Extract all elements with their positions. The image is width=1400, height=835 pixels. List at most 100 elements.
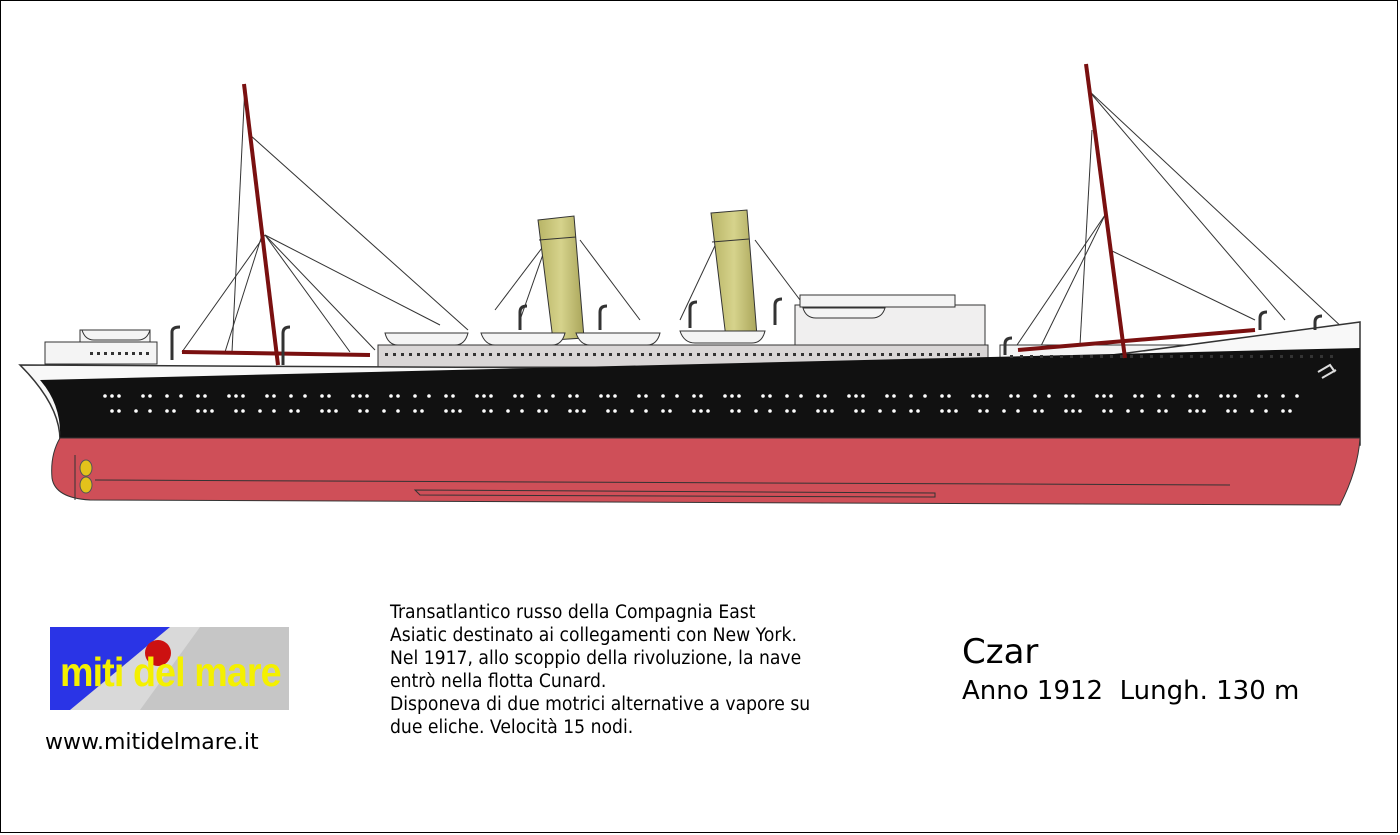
- deck-window: [705, 353, 708, 356]
- porthole: [1009, 394, 1013, 398]
- deck-window: [457, 353, 460, 356]
- deck-window: [139, 352, 142, 355]
- ship-illustration: [18, 63, 1361, 506]
- deck-window: [569, 353, 572, 356]
- porthole: [1002, 409, 1006, 413]
- porthole: [551, 394, 555, 398]
- deck-window: [665, 353, 668, 356]
- deck-window: [1040, 355, 1043, 358]
- porthole: [1226, 394, 1230, 398]
- porthole: [258, 409, 262, 413]
- deck-window: [809, 353, 812, 356]
- deck-window: [473, 353, 476, 356]
- porthole: [241, 409, 245, 413]
- porthole: [599, 394, 603, 398]
- deck-window: [649, 353, 652, 356]
- porthole: [1071, 409, 1075, 413]
- deck-window: [673, 353, 676, 356]
- porthole: [234, 409, 238, 413]
- porthole: [1157, 409, 1161, 413]
- funnel-rear: [710, 209, 758, 339]
- deck-window: [385, 353, 388, 356]
- deck-window: [657, 353, 660, 356]
- porthole: [544, 409, 548, 413]
- porthole: [692, 409, 696, 413]
- deck-window: [873, 353, 876, 356]
- porthole: [103, 394, 107, 398]
- porthole: [737, 394, 741, 398]
- deck-window: [729, 353, 732, 356]
- porthole: [117, 394, 121, 398]
- deck-window: [641, 353, 644, 356]
- deck-window: [857, 353, 860, 356]
- red-dot-icon: [145, 640, 171, 666]
- porthole: [334, 409, 338, 413]
- porthole: [799, 394, 803, 398]
- deck-window: [1270, 355, 1273, 358]
- porthole: [396, 409, 400, 413]
- deck-window: [921, 353, 924, 356]
- porthole: [1102, 394, 1106, 398]
- porthole: [117, 409, 121, 413]
- porthole: [847, 394, 851, 398]
- deck-window: [1110, 355, 1113, 358]
- deck-window: [1260, 355, 1263, 358]
- porthole: [320, 394, 324, 398]
- deck-window: [1250, 355, 1253, 358]
- porthole: [513, 394, 517, 398]
- deck-window: [881, 353, 884, 356]
- deck-window: [929, 353, 932, 356]
- porthole: [1219, 394, 1223, 398]
- deck-window: [90, 352, 93, 355]
- porthole: [706, 409, 710, 413]
- porthole: [699, 409, 703, 413]
- deck-windows: [90, 352, 1333, 358]
- porthole: [816, 394, 820, 398]
- deck-window: [1320, 355, 1323, 358]
- deck-window: [1300, 355, 1303, 358]
- deck-window: [961, 353, 964, 356]
- porthole: [482, 394, 486, 398]
- deck-window: [513, 353, 516, 356]
- deck-window: [1180, 355, 1183, 358]
- deck-window: [1170, 355, 1173, 358]
- porthole: [644, 409, 648, 413]
- deck-window: [609, 353, 612, 356]
- deck-window: [1330, 355, 1333, 358]
- porthole: [382, 409, 386, 413]
- porthole: [909, 394, 913, 398]
- ship-description: Transatlantico russo della Compagnia Eas…: [390, 601, 892, 739]
- porthole: [537, 394, 541, 398]
- porthole: [1188, 409, 1192, 413]
- porthole: [830, 409, 834, 413]
- porthole: [520, 394, 524, 398]
- porthole: [1295, 394, 1299, 398]
- anchor-icon: [1317, 363, 1337, 379]
- porthole: [940, 394, 944, 398]
- porthole: [692, 394, 696, 398]
- deck-window: [497, 353, 500, 356]
- porthole: [675, 394, 679, 398]
- website-url: www.mitidelmare.it: [45, 730, 259, 755]
- porthole: [1264, 409, 1268, 413]
- porthole: [365, 409, 369, 413]
- porthole: [272, 409, 276, 413]
- deck-window: [905, 353, 908, 356]
- porthole: [661, 409, 665, 413]
- deck-window: [1100, 355, 1103, 358]
- porthole: [327, 394, 331, 398]
- porthole: [1033, 409, 1037, 413]
- porthole: [606, 409, 610, 413]
- porthole: [1140, 409, 1144, 413]
- porthole: [110, 409, 114, 413]
- porthole: [978, 394, 982, 398]
- porthole: [165, 394, 169, 398]
- main-mast: [1017, 63, 1256, 359]
- deck-window: [777, 353, 780, 356]
- porthole: [1040, 409, 1044, 413]
- description-line: Transatlantico russo della Compagnia Eas…: [390, 602, 756, 623]
- porthole: [482, 409, 486, 413]
- porthole: [854, 394, 858, 398]
- porthole: [723, 394, 727, 398]
- porthole: [451, 394, 455, 398]
